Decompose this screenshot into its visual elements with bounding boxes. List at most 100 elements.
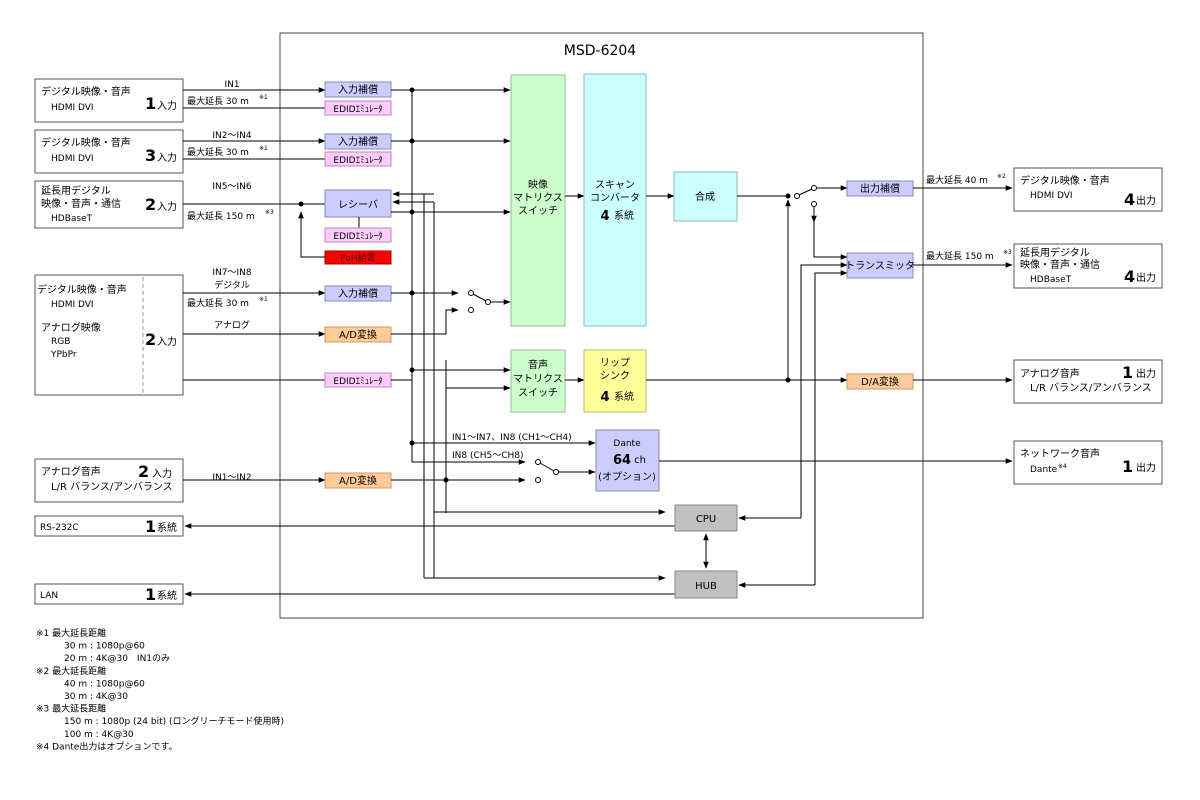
input-box-hdmi-1: デジタル映像・音声 HDMI DVI 1 入力: [34, 78, 184, 123]
input-sublabel: HDMI DVI: [51, 154, 94, 164]
block-label: 映像: [528, 179, 548, 191]
footnote-ref: ※1: [259, 296, 268, 303]
footnote-line: 30 m : 1080p@60: [64, 642, 145, 652]
input-count: 1: [145, 94, 156, 113]
input-sublabel: HDMI DVI: [51, 300, 94, 310]
input-sublabel-rgb: RGB: [51, 337, 70, 347]
block-label: PoH給電: [340, 252, 375, 264]
input-unit: 入力: [157, 335, 177, 348]
input-compensation-2: 入力補償: [324, 133, 392, 150]
block-label: 出力補償: [860, 182, 900, 195]
output-box-hdbaset: 延長用デジタル 映像・音声・通信 HDBaseT 4 出力: [1013, 243, 1163, 289]
edid-emulator-1: EDIDｴﾐｭﾚｰﾀ: [324, 100, 392, 116]
output-box-dante: ネットワーク音声 Dante ※4 1 出力: [1013, 440, 1163, 485]
block-count: 64: [613, 453, 631, 468]
da-converter: D/A変換: [846, 373, 914, 390]
ad-converter-audio: A/D変換: [324, 472, 392, 489]
block-label: 入力補償: [338, 135, 378, 148]
input-box-hdmi-3: デジタル映像・音声 HDMI DVI 3 入力: [34, 129, 184, 174]
input-sublabel-ypbpr: YPbPr: [50, 350, 77, 360]
dante-input-label-1: IN1～IN7、IN8 (CH1～CH4): [452, 433, 572, 443]
distance-note: 最大延長 150 m: [187, 210, 255, 222]
output-unit: 出力: [1136, 461, 1156, 474]
signal-label: IN5～IN6: [212, 182, 251, 192]
footnote-line: ※2 最大延長距離: [36, 665, 106, 677]
input-box-hdmi-analog: デジタル映像・音声 HDMI DVI アナログ映像 RGB YPbPr 2 入力: [34, 274, 184, 396]
block-label: マトリクス: [513, 192, 563, 204]
block-label: EDIDｴﾐｭﾚｰﾀ: [333, 155, 382, 166]
device-title: MSD-6204: [564, 43, 637, 59]
transmitter: トランスミッタ: [845, 252, 915, 279]
block-label: D/A変換: [861, 375, 899, 388]
output-label: ネットワーク音声: [1020, 447, 1100, 460]
block-label: EDIDｴﾐｭﾚｰﾀ: [333, 104, 382, 115]
input-box-analog-audio: アナログ音声 L/R バランス/アンバランス 2 入力: [34, 458, 184, 503]
output-count: 1: [1122, 363, 1133, 382]
block-label: スキャン: [595, 180, 635, 191]
block-label: 入力補償: [338, 287, 378, 300]
edid-emulator-4: EDIDｴﾐｭﾚｰﾀ: [324, 372, 392, 388]
block-label: 合成: [695, 190, 715, 203]
output-label: 延長用デジタル: [1020, 246, 1090, 259]
input-unit: 入力: [157, 200, 177, 213]
port-label: RS-232C: [40, 523, 79, 533]
footnote-line: 30 m : 4K@30: [64, 692, 128, 702]
output-label: デジタル映像・音声: [1020, 174, 1110, 187]
output-sublabel: HDMI DVI: [1030, 191, 1073, 201]
block-label: マトリクス: [513, 373, 563, 385]
input-count: 2: [145, 195, 156, 214]
block-count: 4: [600, 390, 609, 405]
input-unit: 入力: [157, 99, 177, 112]
output-unit: 出力: [1136, 194, 1156, 207]
output-unit: 出力: [1136, 271, 1156, 284]
output-label-2: 映像・音声・通信: [1020, 258, 1100, 271]
ad-converter-video: A/D変換: [324, 326, 392, 343]
footnote-line: 40 m : 1080p@60: [64, 679, 145, 689]
footnote-line: 100 m : 4K@30: [64, 730, 134, 740]
block-label: コンバータ: [590, 192, 640, 204]
video-source-switch-icon: [468, 290, 511, 313]
output-box-analog-audio: アナログ音声 L/R バランス/アンバランス 1 出力: [1013, 359, 1163, 404]
input-label: デジタル映像・音声: [41, 85, 131, 98]
distance-note: 最大延長 30 m: [187, 95, 249, 107]
output-box-hdmi: デジタル映像・音声 HDMI DVI 4 出力: [1013, 167, 1163, 212]
input-sublabel: L/R バランス/アンバランス: [51, 481, 173, 493]
input-label: デジタル映像・音声: [41, 136, 131, 149]
footnote-line: ※4 Dante出力はオプションです。: [36, 740, 177, 752]
input-count: 2: [145, 330, 156, 349]
signal-label: IN1～IN2: [212, 473, 251, 483]
hub: HUB: [674, 570, 738, 599]
input-compensation-3: 入力補償: [324, 285, 392, 302]
block-label: (オプション): [598, 471, 656, 483]
edid-emulator-3: EDIDｴﾐｭﾚｰﾀ: [324, 227, 392, 243]
distance-note: 最大延長 150 m: [926, 250, 994, 262]
output-sublabel: HDBaseT: [1030, 275, 1072, 285]
audio-matrix-switch: 音声 マトリクス スイッチ: [510, 349, 566, 413]
output-sublabel: Dante: [1030, 465, 1058, 475]
block-unit: 系統: [614, 209, 634, 222]
input-unit: 入力: [157, 151, 177, 164]
footnote-ref: ※4: [1058, 463, 1067, 470]
distance-note: 最大延長 40 m: [926, 174, 988, 186]
port-unit: 系統: [157, 589, 177, 602]
block-label: HUB: [695, 581, 717, 592]
input-label-analog: アナログ映像: [41, 321, 101, 334]
input-label: 延長用デジタル: [41, 184, 111, 197]
block-label: スイッチ: [518, 387, 558, 399]
port-label: LAN: [40, 591, 58, 601]
port-unit: 系統: [157, 521, 177, 534]
dante-module: Dante 64 ch (オプション): [595, 429, 660, 492]
block-label: リップ: [600, 357, 630, 369]
block-label: A/D変換: [339, 474, 377, 487]
port-count: 1: [145, 517, 156, 536]
block-label: EDIDｴﾐｭﾚｰﾀ: [333, 231, 382, 242]
footnote-ref: ※2: [997, 173, 1006, 180]
input-label-2: 映像・音声・通信: [41, 197, 121, 210]
input-box-lan: LAN 1 系統: [34, 583, 184, 605]
block-unit: 系統: [614, 390, 634, 403]
footnote-ref: ※1: [259, 94, 268, 101]
distance-note: 最大延長 30 m: [187, 297, 249, 309]
output-count: 4: [1124, 267, 1135, 286]
